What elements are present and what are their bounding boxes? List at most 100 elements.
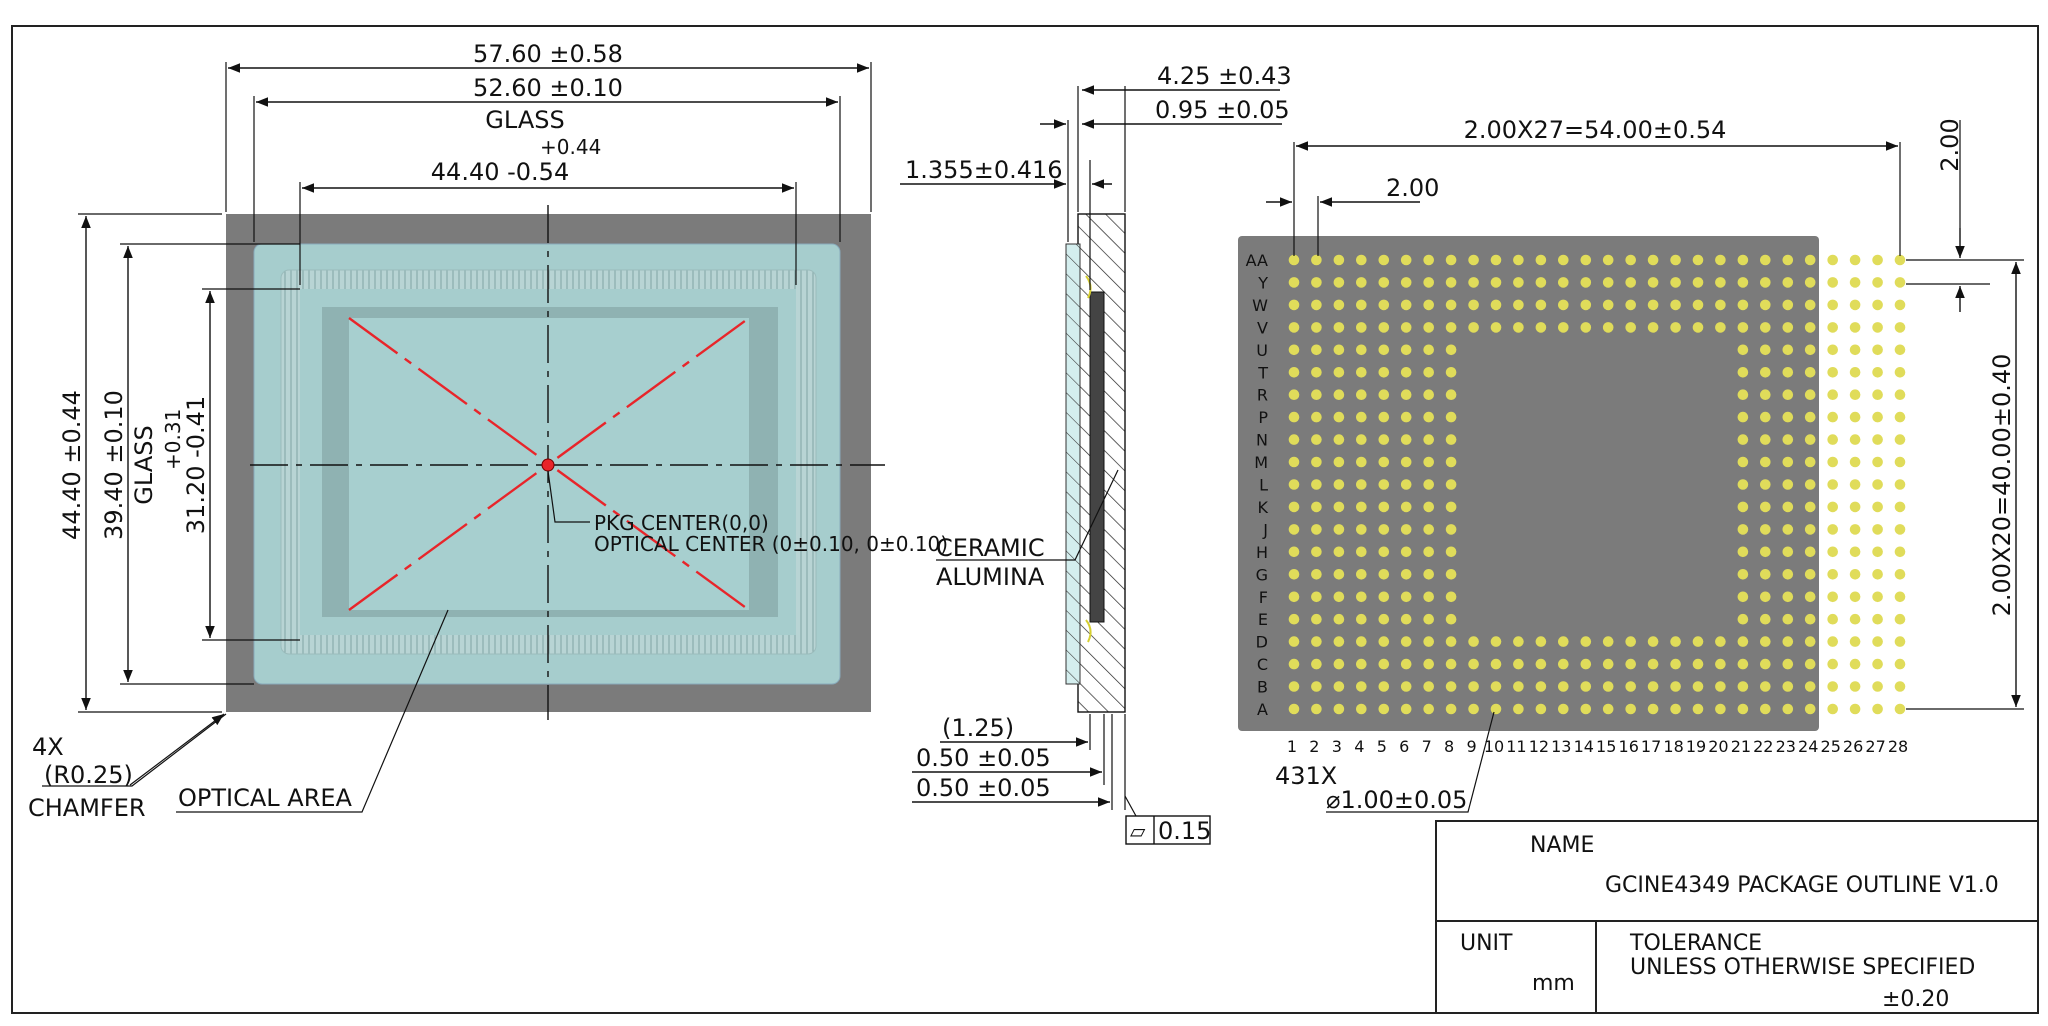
bga-pad <box>1400 299 1412 311</box>
bga-pad <box>1288 389 1300 401</box>
bga-pad <box>1311 299 1322 311</box>
bga-pad <box>1872 501 1883 513</box>
bga-pad <box>1827 501 1838 513</box>
bga-pad <box>1827 367 1838 378</box>
bga-pad <box>1333 322 1345 333</box>
bga-pad <box>1872 434 1883 445</box>
bga-pad <box>1827 299 1838 311</box>
bga-pad <box>1535 681 1547 692</box>
bga-pad <box>1423 254 1434 266</box>
unit-value: mm <box>1532 971 1575 996</box>
bga-pad <box>1400 658 1412 670</box>
bga-pad <box>1378 524 1390 535</box>
bga-pad <box>1827 636 1838 647</box>
bga-pad <box>1378 367 1390 378</box>
bga-pad <box>1580 681 1592 692</box>
bga-pad <box>1602 254 1614 266</box>
bga-col-label: 21 <box>1731 737 1751 756</box>
bga-pad <box>1356 277 1367 288</box>
bga-pad <box>1782 501 1794 513</box>
bga-pad <box>1872 389 1883 401</box>
bga-pad <box>1356 546 1367 558</box>
bga-pad <box>1602 681 1614 692</box>
bga-pad <box>1670 277 1681 288</box>
bga-pad <box>1311 479 1322 490</box>
bga-pad <box>1692 277 1704 288</box>
bga-pad <box>1625 322 1636 333</box>
bga-pad <box>1760 411 1771 423</box>
bga-col-label: 10 <box>1484 737 1504 756</box>
bga-pad <box>1737 569 1749 580</box>
bga-pad <box>1894 569 1906 580</box>
bga-pad <box>1872 456 1883 468</box>
bga-pad <box>1445 501 1457 513</box>
bga-pad <box>1692 681 1704 692</box>
bga-pad <box>1535 322 1547 333</box>
bga-pad <box>1782 613 1794 625</box>
bga-pad <box>1737 344 1749 356</box>
bga-pad <box>1647 299 1659 311</box>
bga-pad <box>1647 681 1659 692</box>
bga-pad <box>1827 344 1838 356</box>
bga-pad <box>1737 479 1749 490</box>
bga-pad <box>1378 546 1390 558</box>
bga-col-label: 24 <box>1798 737 1818 756</box>
bga-pad <box>1288 299 1300 311</box>
bga-pad <box>1378 681 1390 692</box>
bga-pad <box>1400 277 1412 288</box>
bga-pad <box>1311 434 1322 445</box>
bga-pad <box>1311 681 1322 692</box>
bga-col-label: 14 <box>1574 737 1594 756</box>
bga-pad <box>1535 636 1547 647</box>
bga-pad <box>1647 703 1659 715</box>
bga-pad <box>1894 524 1906 535</box>
bga-pad <box>1602 658 1614 670</box>
bga-pad <box>1760 434 1771 445</box>
bga-col-label: 6 <box>1399 737 1409 756</box>
material-alumina: ALUMINA <box>936 563 1045 591</box>
bga-pad <box>1715 636 1726 647</box>
bga-pad <box>1288 434 1300 445</box>
bga-pad <box>1356 322 1367 333</box>
bga-pad <box>1849 546 1861 558</box>
bga-pad <box>1333 636 1345 647</box>
bga-pad <box>1827 703 1838 715</box>
bga-pad <box>1400 322 1412 333</box>
dim-height-overall: 44.40 ±0.44 <box>58 390 86 540</box>
bga-pad <box>1558 636 1569 647</box>
bga-pad <box>1737 613 1749 625</box>
bga-row-label: P <box>1258 408 1268 427</box>
active-height-tolerance: +0.31 <box>161 409 185 470</box>
bga-pad <box>1827 389 1838 401</box>
pad-diameter: ⌀1.00±0.05 <box>1326 786 1467 814</box>
bga-pad <box>1849 681 1861 692</box>
bga-pad <box>1760 703 1771 715</box>
bga-pad <box>1872 658 1883 670</box>
bga-pad <box>1782 703 1794 715</box>
bga-pad <box>1288 479 1300 490</box>
bga-pad <box>1804 434 1816 445</box>
bga-pad <box>1558 658 1569 670</box>
bga-pad <box>1490 277 1502 288</box>
bga-pad <box>1625 299 1636 311</box>
bga-pad <box>1490 299 1502 311</box>
bga-pad <box>1356 254 1367 266</box>
bga-pad <box>1513 658 1524 670</box>
bga-pad <box>1423 367 1434 378</box>
bga-pad <box>1804 591 1816 603</box>
tolerance-note: UNLESS OTHERWISE SPECIFIED <box>1630 955 1975 980</box>
unit-label: UNIT <box>1460 931 1513 956</box>
bga-pad <box>1288 367 1300 378</box>
bga-pad <box>1849 411 1861 423</box>
bga-pad <box>1827 524 1838 535</box>
bga-pad <box>1894 591 1906 603</box>
bga-col-label: 28 <box>1888 737 1908 756</box>
bga-center-void <box>1462 360 1732 625</box>
bga-pad <box>1827 322 1838 333</box>
bga-pad <box>1782 681 1794 692</box>
bga-pad <box>1849 344 1861 356</box>
bga-pad <box>1760 501 1771 513</box>
bga-pad <box>1804 681 1816 692</box>
bga-pad <box>1288 456 1300 468</box>
